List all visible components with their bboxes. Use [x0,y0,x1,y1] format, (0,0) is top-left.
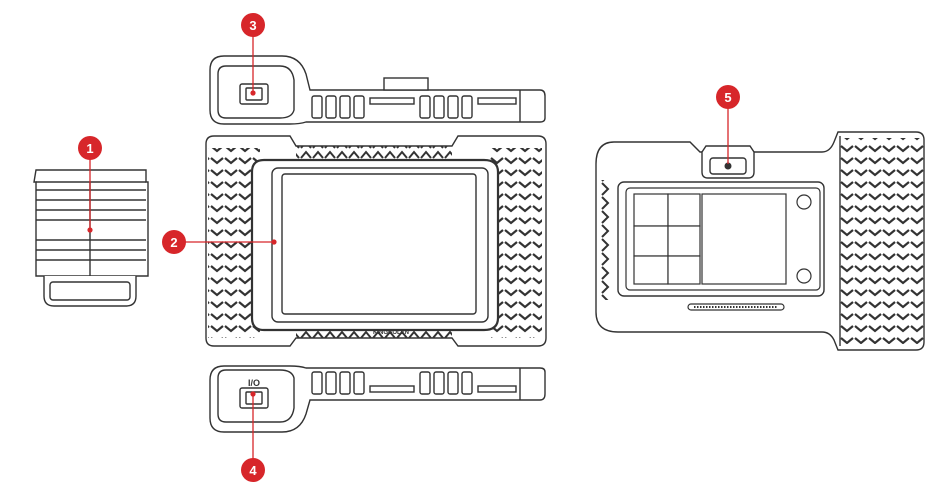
top-edge-view [209,55,546,125]
marker-3: 3 [241,13,265,37]
marker-2-label: 2 [170,235,177,250]
front-view [205,135,547,347]
callout-leader-lines [89,36,729,460]
marker-5-label: 5 [724,90,731,105]
back-view [595,131,925,351]
marker-1: 1 [78,136,102,160]
marker-5: 5 [716,85,740,109]
marker-3-label: 3 [249,18,256,33]
marker-4-circle [241,458,265,482]
marker-4: 4 [241,458,265,482]
brand-label: KINGBOLEN [373,330,409,336]
marker-2-circle [162,230,186,254]
marker-4-label: 4 [249,463,257,478]
power-label: I/O [248,378,260,388]
callout-anchor-dots [87,90,277,397]
marker-3-circle [241,13,265,37]
marker-5-circle [716,85,740,109]
marker-1-label: 1 [86,141,93,156]
bottom-edge-view [209,365,546,433]
marker-1-circle [78,136,102,160]
obd-connector [33,169,149,307]
marker-2: 2 [162,230,186,254]
